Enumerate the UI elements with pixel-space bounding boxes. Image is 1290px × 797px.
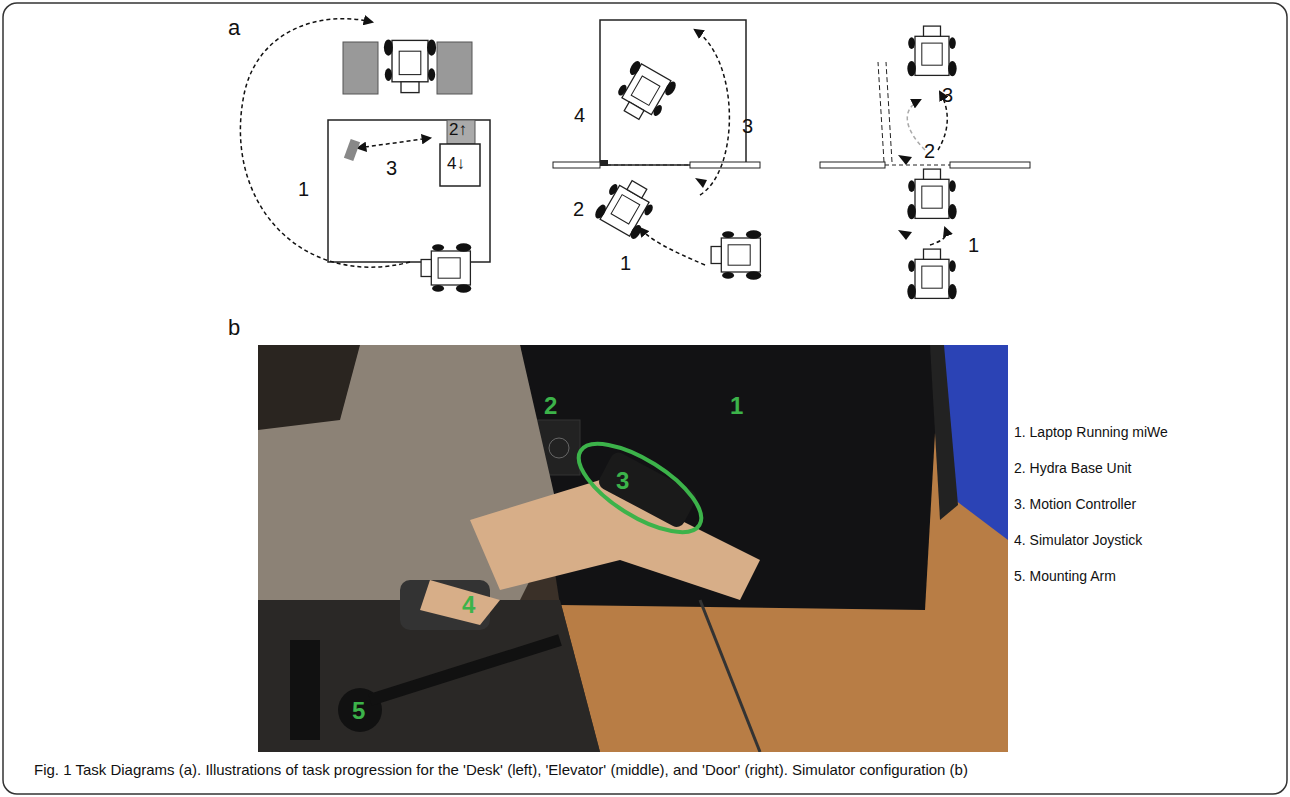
panel-letter: b: [228, 316, 240, 340]
step-number: 3: [386, 157, 397, 179]
step-number: 1: [620, 252, 631, 274]
door-diagram: [820, 26, 1030, 299]
callout-number: 1: [730, 393, 743, 419]
desk-diagram: [240, 19, 490, 293]
step-number: 4: [574, 104, 585, 126]
legend-item: 1. Laptop Running miWe: [1014, 425, 1168, 440]
step-number: 3: [742, 115, 753, 137]
step-number: 2↑: [449, 121, 467, 140]
callout-number: 2: [544, 393, 557, 419]
legend-item: 3. Motion Controller: [1014, 497, 1136, 512]
legend-item: 2. Hydra Base Unit: [1014, 461, 1132, 476]
step-number: 1: [968, 234, 979, 256]
elevator-diagram: [553, 20, 761, 280]
simulator-photo: [258, 345, 1008, 752]
step-number: 1: [298, 178, 309, 200]
callout-number: 5: [352, 698, 365, 724]
panel-letter: a: [228, 16, 240, 40]
figure-caption: Fig. 1 Task Diagrams (a). Illustrations …: [34, 762, 968, 779]
step-number: 2: [924, 140, 935, 162]
callout-number: 3: [616, 468, 629, 494]
legend-item: 5. Mounting Arm: [1014, 569, 1116, 584]
step-number: 3: [942, 84, 953, 106]
step-number: 4↓: [447, 155, 465, 174]
callout-number: 4: [462, 592, 475, 618]
legend-item: 4. Simulator Joystick: [1014, 533, 1142, 548]
step-number: 2: [573, 198, 584, 220]
